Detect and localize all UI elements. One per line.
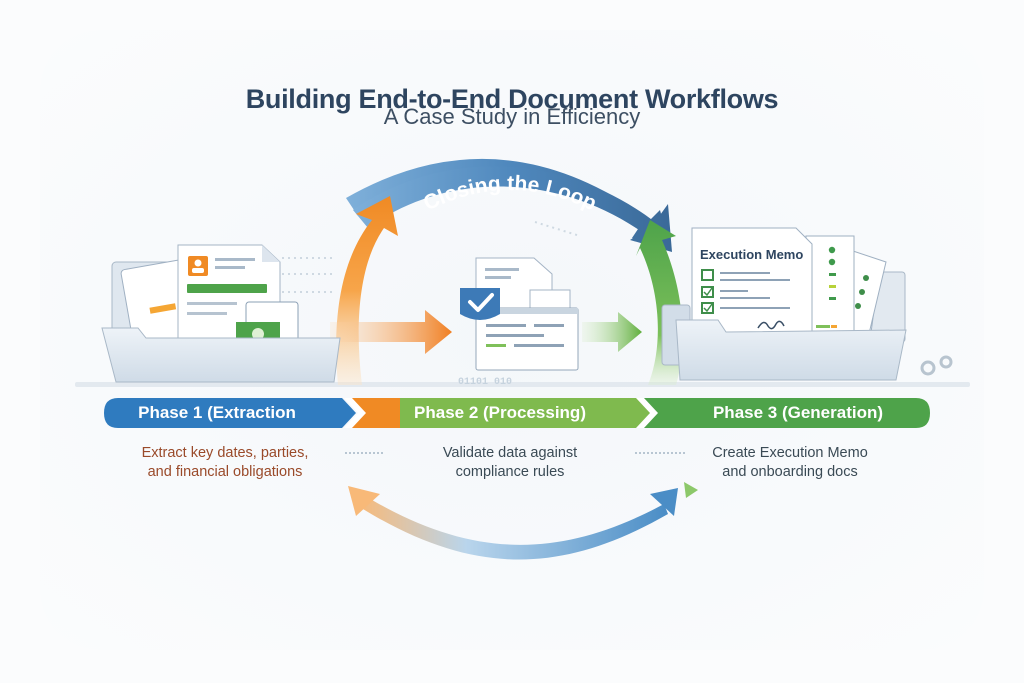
phase-1-desc-line-2: and financial obligations	[147, 464, 303, 480]
phase-2-desc-line-1: Validate data against	[442, 445, 578, 461]
shelf-line	[75, 382, 970, 387]
signature-icon	[757, 320, 785, 330]
phase-2-description: Validate data against compliance rules	[395, 444, 625, 482]
checkbox-checked-icon	[701, 286, 714, 298]
decorative-dots	[282, 221, 581, 293]
phase-3-desc-line-2: and onboarding docs	[722, 464, 858, 480]
checkbox-checked-icon	[701, 302, 714, 314]
phase-3-label: Phase 3 (Generation)	[712, 403, 884, 422]
phase-3-description: Create Execution Memo and onboarding doc…	[680, 444, 900, 482]
processing-document-illustration: 01101 010	[458, 257, 579, 388]
phase-3-desc-line-1: Create Execution Memo	[712, 445, 868, 461]
feedback-arrow	[348, 482, 698, 560]
phase-2-desc-line-2: compliance rules	[455, 464, 565, 480]
dotted-separator	[635, 452, 685, 456]
closing-loop-arrow: Closing the Loop	[346, 158, 672, 252]
page-subtitle: A Case Study in Efficiency	[383, 104, 641, 129]
phase-1-desc-line-1: Extract key dates, parties,	[141, 445, 309, 461]
gears-icon	[920, 355, 953, 376]
checkbox-icon	[701, 269, 714, 281]
orange-flow-arrow	[330, 310, 452, 354]
phase-banner	[104, 398, 930, 428]
phase-1-description: Extract key dates, parties, and financia…	[120, 444, 330, 482]
phase-1-label: Phase 1 (Extraction	[138, 403, 296, 422]
dotted-separator	[345, 452, 383, 456]
phase-2-label: Phase 2 (Processing)	[414, 403, 586, 422]
green-flow-arrow	[582, 312, 642, 352]
binary-text: 01101 010	[458, 377, 512, 388]
memo-title: Execution Memo	[700, 247, 803, 262]
extraction-folder-illustration	[101, 244, 341, 383]
generation-folder-illustration: Execution Memo	[661, 227, 953, 381]
page-title: Building End-to-End Document Workflows	[245, 84, 779, 114]
shield-check-icon	[460, 288, 500, 320]
